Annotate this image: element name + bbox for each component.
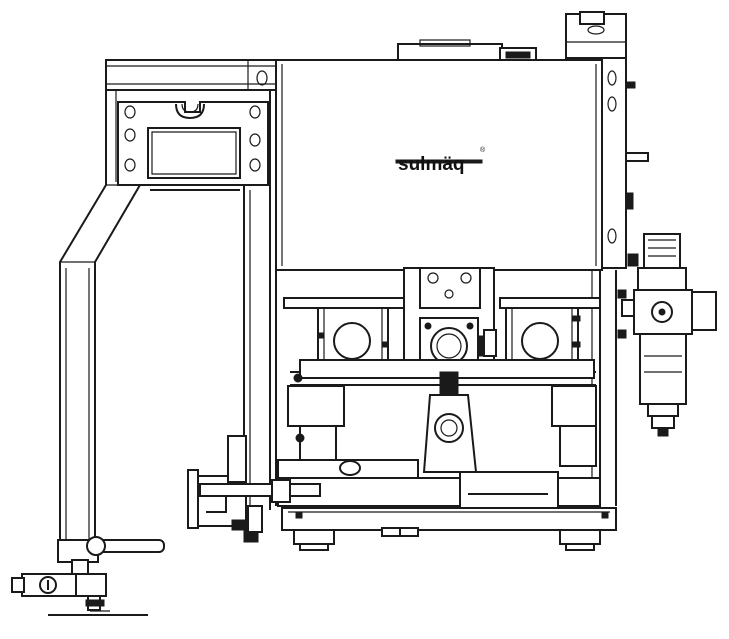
filter-regulator bbox=[617, 233, 717, 437]
mounting-bracket bbox=[117, 101, 269, 191]
base-plate bbox=[281, 507, 617, 551]
center-drive-block bbox=[403, 267, 497, 375]
front-clamp-assembly bbox=[187, 435, 321, 543]
crank-rod bbox=[422, 371, 478, 473]
top-frame-rail bbox=[105, 59, 279, 91]
gun-arm-handle bbox=[86, 536, 165, 556]
spray-gun bbox=[11, 559, 148, 616]
right-tower bbox=[565, 11, 649, 269]
brand-logo: sulmäq bbox=[398, 154, 465, 175]
brand-registered-mark: ® bbox=[480, 146, 486, 154]
lower-deck bbox=[277, 459, 601, 509]
main-housing: sulmäq ® bbox=[275, 59, 603, 271]
top-cover-plate bbox=[397, 39, 537, 63]
